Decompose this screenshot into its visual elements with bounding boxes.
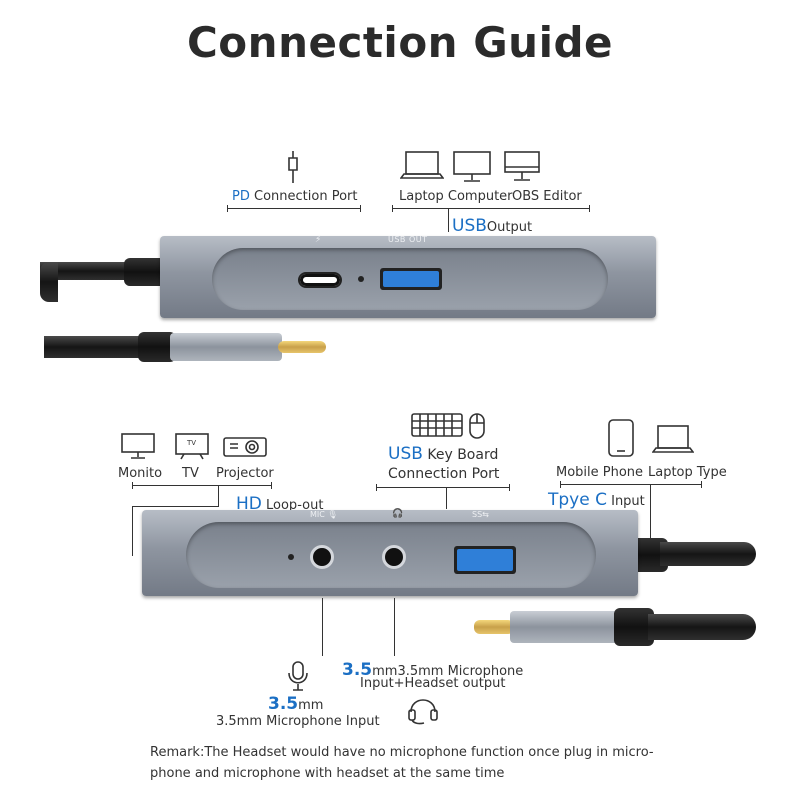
type-c-tick-right <box>701 481 702 488</box>
mic-engraving: MIC 🎙 <box>310 510 338 519</box>
mic-jack-port[interactable] <box>310 545 334 569</box>
remark-line-1: Remark:The Headset would have no microph… <box>150 745 654 760</box>
keyboard-connection-port-label: Connection Port <box>388 466 500 482</box>
monito-label: Monito <box>118 466 163 481</box>
mic-input-label: 3.5mm Microphone Input <box>216 714 380 729</box>
usb-keyboard-label: USB Key Board <box>388 444 499 464</box>
laptop-computer-label: Laptop Computer <box>399 189 513 204</box>
pd-leader-line <box>227 208 361 209</box>
top-hub-body: ⚡ USB OUT <box>160 235 656 318</box>
hd-tick-left <box>132 482 133 489</box>
usb-output-label: USBOutput <box>452 216 533 236</box>
combo-io-label: Input+Headset output <box>360 676 506 691</box>
usb-ss-engraving-icon: SS⇆ <box>472 510 489 519</box>
keyboard-icon <box>411 413 463 437</box>
bolt-engraving-icon: ⚡ <box>315 235 322 245</box>
tv-label: TV <box>182 466 199 481</box>
obs-editor-label: OBS Editor <box>512 189 582 204</box>
hd-loop-out-label: HD Loop-out <box>236 494 324 514</box>
mic-led <box>288 554 294 560</box>
combo-size-label: 3.5mm3.5mm Microphone <box>342 660 524 680</box>
page-title: Connection Guide <box>186 18 614 67</box>
pd-leader-tick-left <box>227 205 228 212</box>
mic-size-label: 3.5mm <box>268 694 324 714</box>
top-input-usb-c-tip <box>278 341 326 353</box>
editor-monitor-icon <box>504 151 540 181</box>
keyboard-tick-right <box>509 484 510 491</box>
tv-icon: TV <box>175 433 209 460</box>
usb-a-keyboard-port[interactable] <box>454 546 516 574</box>
bottom-hub-body: MIC 🎙 🎧 SS⇆ <box>142 509 638 596</box>
usb-a-output-port[interactable] <box>380 268 442 290</box>
top-input-boot <box>138 332 176 362</box>
top-hub-cable <box>40 262 140 280</box>
remark-line-2: phone and microphone with headset at the… <box>150 766 505 781</box>
monitor-icon <box>121 433 155 459</box>
keyboard-tick-left <box>376 484 377 491</box>
projector-label: Projector <box>216 466 274 481</box>
type-c-tick-left <box>560 481 561 488</box>
mobile-phone-label: Mobile Phone <box>556 465 644 480</box>
hd-connector <box>132 506 219 507</box>
monitor-icon <box>453 151 491 182</box>
usb-out-drop-line <box>448 208 449 232</box>
status-led <box>358 276 364 282</box>
bottom-input-plug-housing <box>510 611 618 643</box>
top-input-plug-housing <box>170 333 282 361</box>
top-input-cable <box>44 336 154 358</box>
bottom-hub-cable <box>660 542 756 566</box>
hd-drop-a <box>218 485 219 507</box>
bottom-input-cable <box>648 614 756 640</box>
pd-leader-tick-right <box>360 205 361 212</box>
bottom-input-usb-c-tip <box>474 620 514 634</box>
keyboard-leader-line <box>376 487 510 488</box>
headset-icon <box>408 699 438 725</box>
laptop-icon <box>400 151 444 179</box>
hd-leader-line <box>132 485 272 486</box>
usb-out-tick-left <box>392 205 393 212</box>
svg-text:TV: TV <box>186 439 196 447</box>
pd-port-label: PD Connection Port <box>232 189 358 204</box>
headset-drop-line <box>394 598 395 656</box>
keyboard-drop <box>446 487 447 509</box>
usb-out-leader-line <box>392 208 590 209</box>
hd-drop-b <box>132 506 133 556</box>
laptop-type-label: Laptop Type <box>648 465 727 480</box>
usb-out-tick-right <box>589 205 590 212</box>
usb-out-engraving: USB OUT <box>388 235 428 244</box>
mobile-phone-icon <box>608 419 634 457</box>
top-hub-cable-bend <box>40 262 58 302</box>
pd-usb-c-port[interactable] <box>298 272 342 288</box>
mouse-icon <box>469 413 485 439</box>
headset-jack-port[interactable] <box>382 545 406 569</box>
type-c-drop <box>650 484 651 542</box>
type-c-leader-line <box>560 484 702 485</box>
projector-icon <box>223 437 267 457</box>
type-c-input-label: Tpye C Input <box>548 490 645 510</box>
laptop-icon <box>652 425 694 453</box>
headset-engraving-icon: 🎧 <box>392 509 404 519</box>
usb-c-plug-icon <box>288 151 298 183</box>
remark-note: Remark:The Headset would have no microph… <box>150 742 670 784</box>
microphone-icon <box>288 661 308 691</box>
mic-drop-line <box>322 598 323 656</box>
bottom-input-boot <box>614 608 654 646</box>
hd-tick-right <box>271 482 272 489</box>
